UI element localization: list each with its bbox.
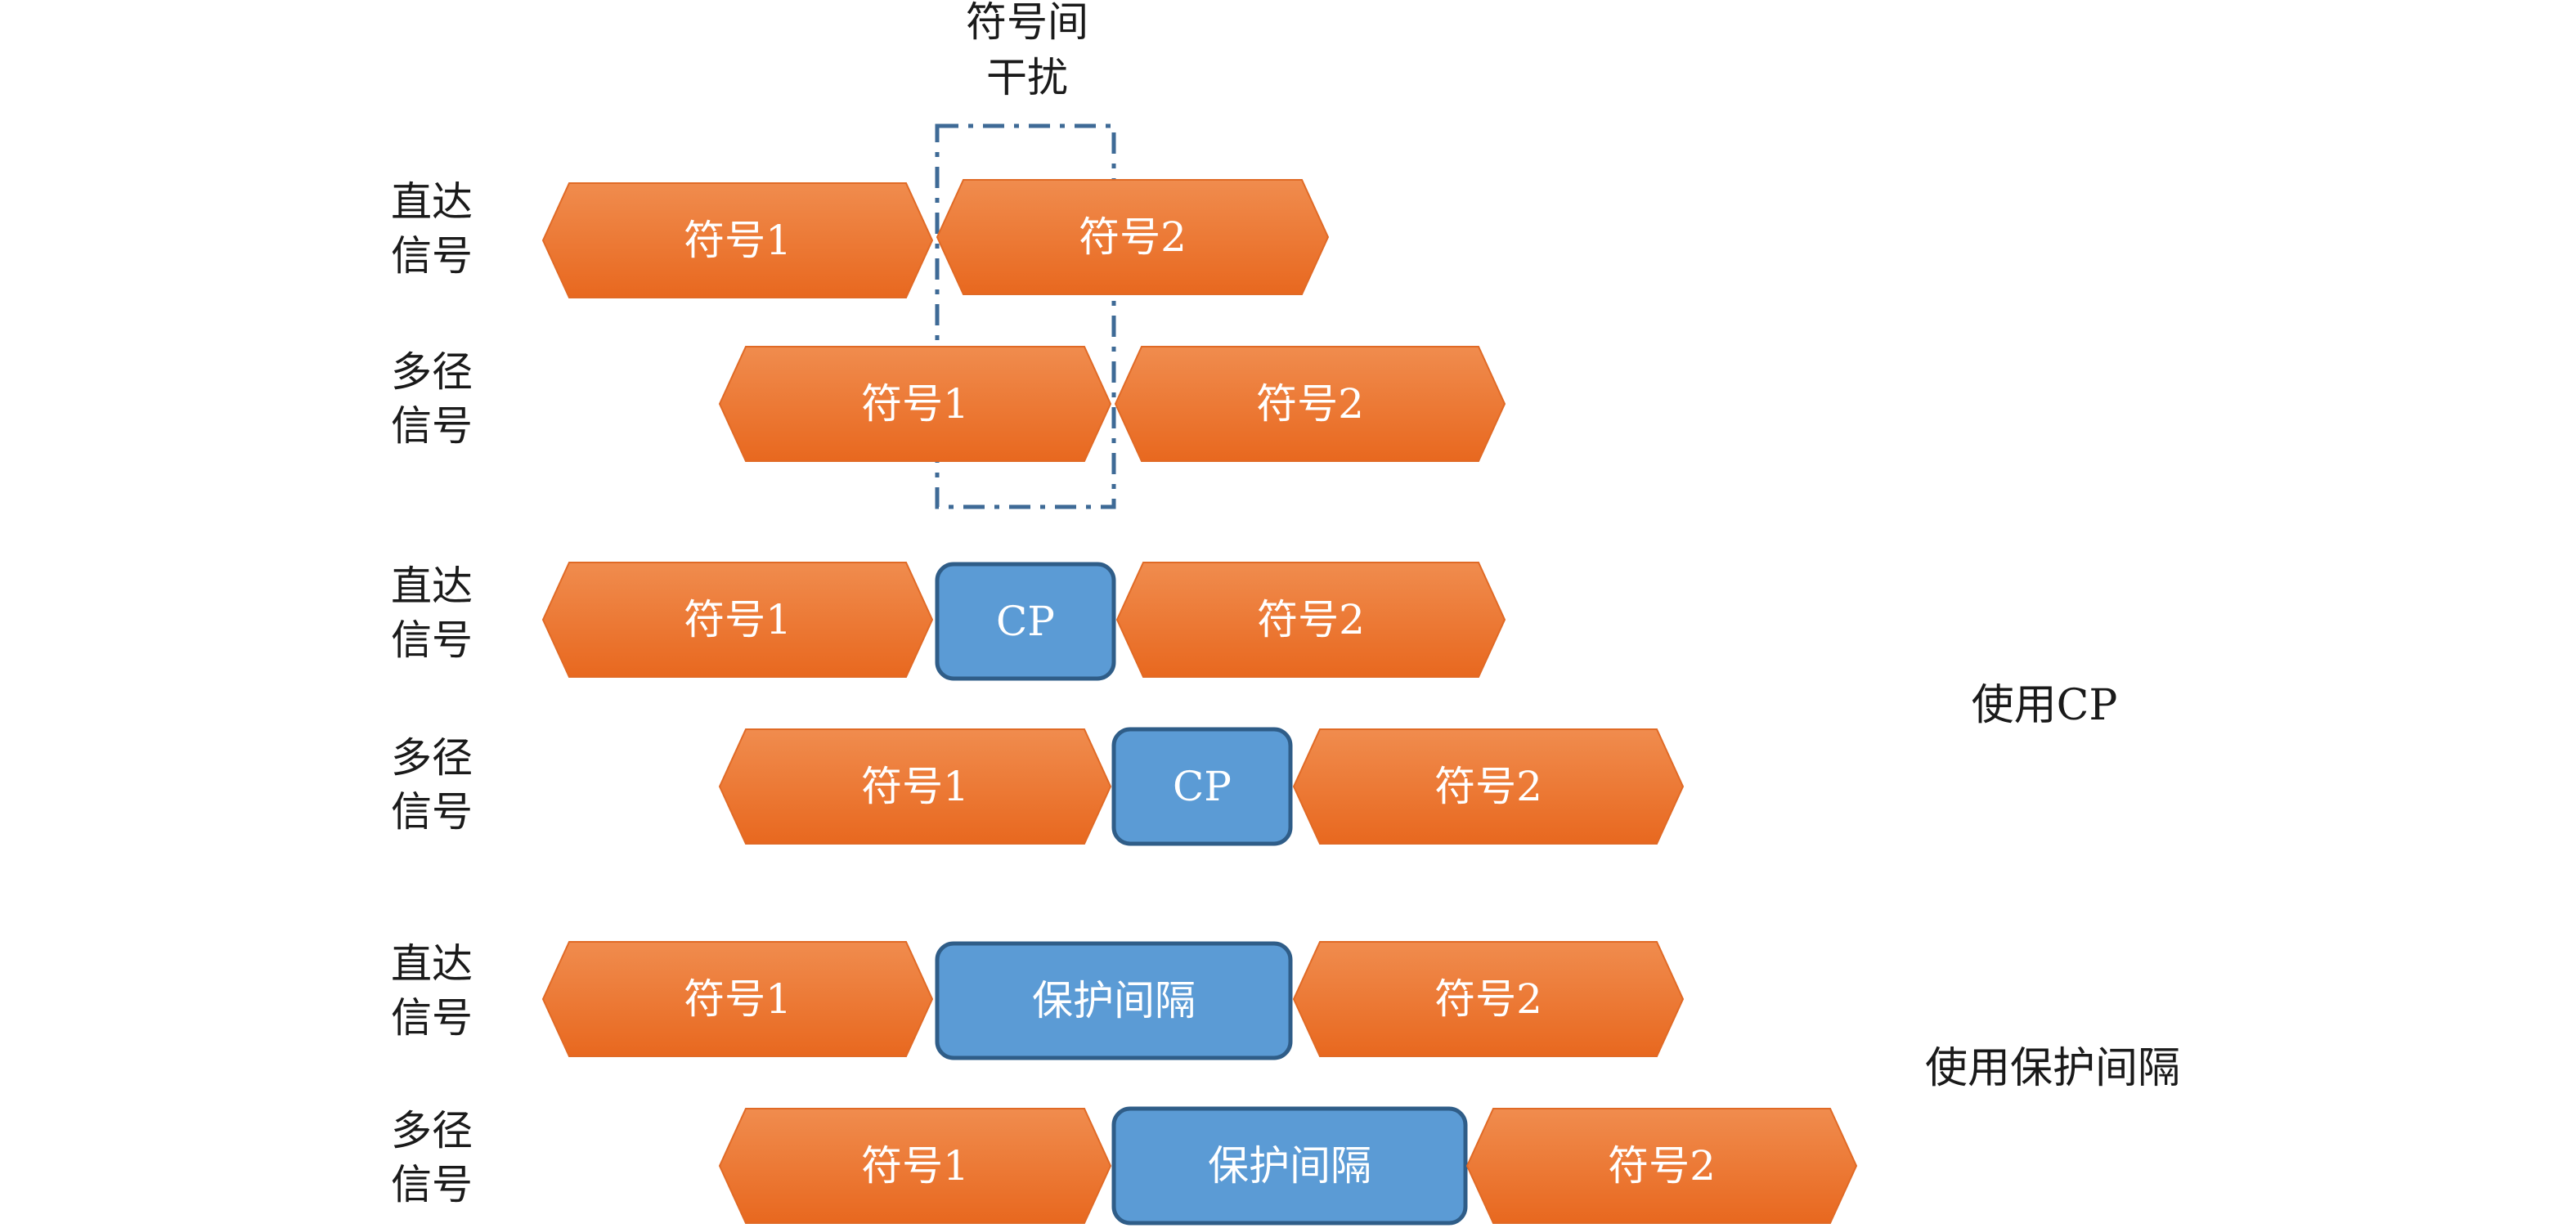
row3-symbol1-label: 符号1 — [684, 596, 792, 643]
row6-guard: 保护间隔 — [1111, 1106, 1468, 1226]
row1-symbol1: 符号1 — [541, 182, 934, 298]
row-label-1: 直达 信号 — [391, 178, 473, 280]
row2-symbol2-label: 符号2 — [1256, 380, 1364, 428]
row3-cp-label: CP — [996, 598, 1055, 645]
row5-guard: 保护间隔 — [935, 941, 1293, 1060]
row6-guard-label: 保护间隔 — [1208, 1142, 1371, 1190]
row2-symbol1-label: 符号1 — [861, 380, 969, 428]
row1-symbol1-label: 符号1 — [684, 217, 792, 264]
row6-symbol2-label: 符号2 — [1608, 1142, 1716, 1190]
row2-symbol2: 符号2 — [1114, 346, 1506, 462]
row5-symbol1: 符号1 — [541, 941, 934, 1057]
row5-symbol2: 符号2 — [1292, 941, 1685, 1057]
svg-text:信号: 信号 — [391, 616, 473, 664]
row4-symbol2: 符号2 — [1292, 728, 1685, 845]
svg-text:信号: 信号 — [391, 1161, 473, 1208]
row-label-4: 多径 信号 — [391, 734, 473, 836]
row3-cp: CP — [935, 562, 1116, 681]
row6-symbol2: 符号2 — [1465, 1108, 1858, 1224]
row-label-3: 直达 信号 — [391, 562, 473, 664]
svg-text:直达: 直达 — [391, 178, 473, 226]
row6-symbol1-label: 符号1 — [861, 1142, 969, 1190]
isi-label-line1: 符号间 — [966, 0, 1088, 46]
use-cp-label: 使用CP — [1972, 681, 2118, 730]
row3-symbol1: 符号1 — [541, 562, 934, 678]
row3-symbol2-label: 符号2 — [1257, 596, 1365, 643]
row4-cp-label: CP — [1173, 763, 1232, 810]
row-label-2: 多径 信号 — [391, 348, 473, 450]
row4-symbol1-label: 符号1 — [861, 763, 969, 810]
isi-dashed-box — [935, 123, 1116, 509]
use-guard-interval-label: 使用保护间隔 — [1925, 1044, 2180, 1093]
row3-symbol2: 符号2 — [1115, 562, 1506, 678]
row2-symbol1: 符号1 — [718, 346, 1112, 462]
svg-text:直达: 直达 — [391, 940, 473, 988]
row-label-6: 多径 信号 — [391, 1107, 473, 1208]
svg-text:信号: 信号 — [391, 994, 473, 1042]
svg-text:多径: 多径 — [391, 348, 473, 396]
svg-text:信号: 信号 — [391, 232, 473, 280]
svg-text:多径: 多径 — [391, 734, 473, 782]
row4-symbol1: 符号1 — [718, 728, 1112, 845]
svg-text:直达: 直达 — [391, 562, 473, 610]
svg-text:信号: 信号 — [391, 402, 473, 450]
row1-symbol2: 符号2 — [936, 179, 1330, 295]
svg-text:多径: 多径 — [391, 1107, 473, 1154]
row5-symbol1-label: 符号1 — [684, 975, 792, 1023]
row4-symbol2-label: 符号2 — [1434, 763, 1542, 810]
row6-symbol1: 符号1 — [718, 1108, 1112, 1224]
row-label-5: 直达 信号 — [391, 940, 473, 1042]
svg-text:信号: 信号 — [391, 788, 473, 836]
isi-label-line2: 干扰 — [986, 54, 1068, 101]
row5-guard-label: 保护间隔 — [1032, 977, 1196, 1024]
row4-cp: CP — [1111, 727, 1293, 846]
row5-symbol2-label: 符号2 — [1434, 975, 1542, 1023]
row1-symbol2-label: 符号2 — [1079, 213, 1187, 261]
